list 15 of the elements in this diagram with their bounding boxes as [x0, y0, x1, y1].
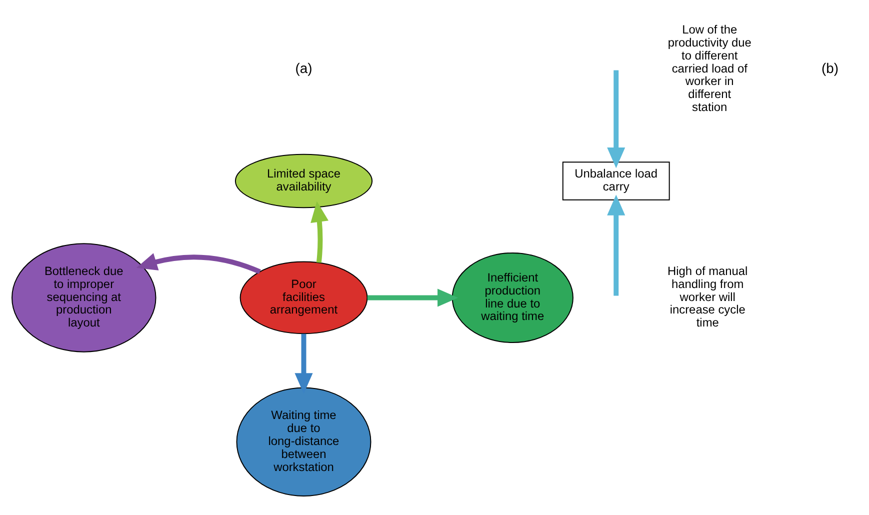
- node-ellipse: Waiting time due to long-distance between workstation: [236, 386, 372, 496]
- node-ellipse: Bottleneck due to improper sequencing at production layout: [12, 242, 156, 352]
- node-box: Unbalance load carry: [562, 161, 670, 200]
- arrow: [136, 252, 261, 274]
- arrow: [310, 200, 328, 262]
- label: Low of the productivity due to different carried load of worker in different station: [668, 22, 752, 114]
- label: (b): [821, 59, 838, 76]
- label: (a): [295, 59, 312, 76]
- node-ellipse: Inefficient production line due to waiting time: [452, 252, 574, 342]
- arrow: [607, 70, 626, 168]
- label: High of manual handling from worker will increase cycle time: [668, 263, 748, 330]
- node-ellipse: Limited space availability: [234, 153, 373, 208]
- arrow: [367, 288, 458, 306]
- node-ellipse: Poor facilities arrangement: [240, 260, 368, 334]
- arrow: [607, 194, 626, 296]
